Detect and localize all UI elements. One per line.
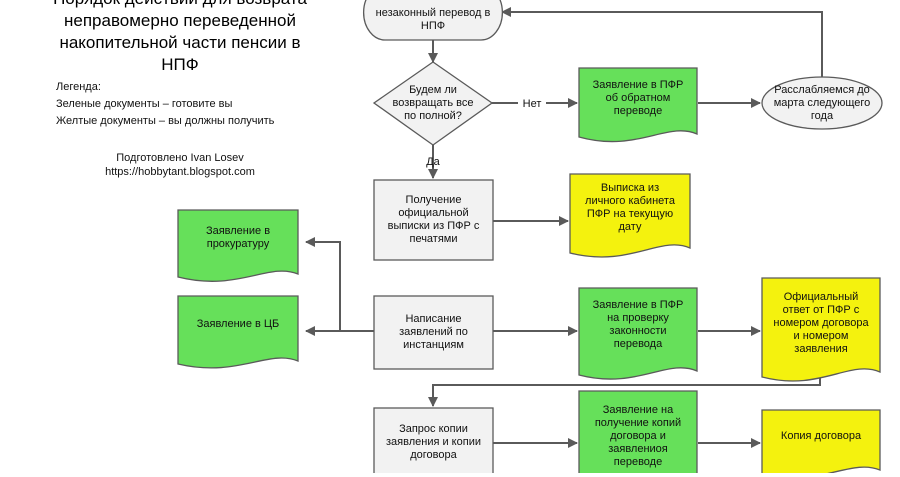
doc-pfr-return-shape (578, 67, 698, 143)
title-line-1: Порядок действий для возврата (20, 0, 340, 10)
doc-get-copies-label: Заявление на получение копий договора и … (594, 403, 682, 468)
write-applications-label: Написание заявлений по инстанциям (399, 313, 468, 351)
start-terminator (362, 0, 504, 41)
doc-cb-label: Заявление в ЦБ (196, 317, 280, 330)
edge-label-no: Нет (523, 98, 542, 110)
write-applications-box (373, 295, 494, 370)
title-line-2: неправомерно переведенной (63, 11, 296, 30)
statement-cabinet-shape (569, 173, 691, 258)
credit: Подготовлено Ivan Losev https://hobbytan… (60, 151, 300, 179)
request-copies-label: Запрос копии заявления и копии договора (386, 422, 481, 461)
relax-terminator (761, 76, 883, 130)
official-answer-label: Официальный ответ от ПФР с номером догов… (773, 290, 869, 355)
doc-prosecutor-shape (177, 209, 299, 282)
credit-author: Подготовлено Ivan Losev (116, 152, 244, 164)
doc-pfr-check-label: Заявление в ПФР на проверку законности п… (592, 299, 684, 350)
request-copies-box (373, 407, 494, 473)
contract-copy-shape (761, 409, 881, 473)
contract-copy-label: Копия договора (780, 429, 862, 442)
page-title: Порядок действий для возврата неправомер… (20, 0, 340, 76)
doc-cb-shape (177, 295, 299, 369)
doc-pfr-check-shape (578, 287, 698, 380)
edge-relax-to-start (501, 7, 823, 79)
start-label: незаконный перевод в НПФ (375, 7, 491, 32)
legend-green: Зеленые документы – готовите вы (56, 98, 233, 110)
edge-write-to-prosecutor (305, 237, 374, 332)
title-line-4: НПФ (161, 55, 199, 74)
doc-prosecutor-label: Заявление в прокуратуру (205, 225, 271, 250)
official-answer-shape (761, 277, 881, 382)
statement-cabinet-label: Выписка из личного кабинета ПФР на текущ… (585, 182, 675, 233)
credit-url: https://hobbytant.blogspot.com (105, 166, 255, 178)
decision-diamond (372, 61, 494, 146)
decision-label: Будем ли возвращать все по полной? (392, 83, 474, 122)
title-line-3: накопительной части пенсии в (59, 33, 301, 52)
doc-pfr-return-label: Заявление в ПФР об обратном переводе (592, 78, 684, 117)
relax-label: Расслабляемся до марта следующего года (773, 83, 871, 122)
legend: Легенда: Зеленые документы – готовите вы… (56, 79, 274, 130)
edge-label-yes: Да (426, 156, 440, 168)
legend-heading: Легенда: (56, 81, 101, 93)
legend-yellow: Желтые документы – вы должны получить (56, 115, 275, 127)
get-statement-label: Получение официальной выписки из ПФР с п… (387, 194, 480, 245)
get-statement-box (373, 179, 494, 261)
edge-answer-to-request (428, 377, 821, 407)
doc-get-copies-shape (578, 390, 698, 473)
